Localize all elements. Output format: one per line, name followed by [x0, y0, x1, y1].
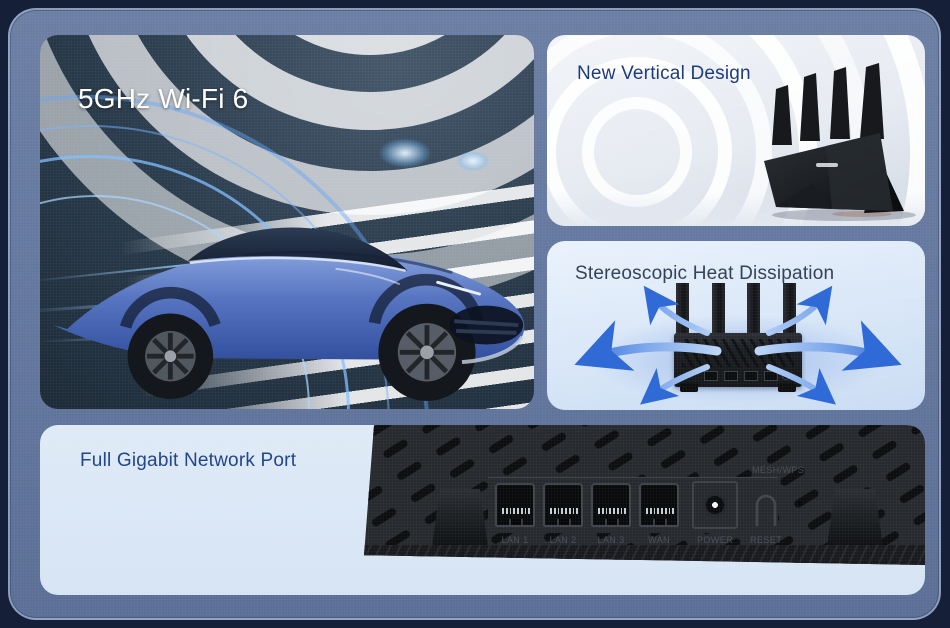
car-headlight — [436, 280, 481, 296]
ethernet-port — [764, 371, 778, 381]
tunnel-ring — [582, 97, 692, 207]
antenna-icon — [830, 67, 850, 139]
port-label: LAN 3 — [597, 535, 625, 545]
network-port-title: Full Gigabit Network Port — [80, 450, 297, 471]
router-logo — [816, 163, 838, 167]
airflow-arrows — [574, 285, 902, 405]
ethernet-port — [744, 371, 758, 381]
port-label: WAN — [648, 535, 670, 545]
tunnel-light — [370, 133, 440, 173]
heat-dissipation-title: Stereoscopic Heat Dissipation — [575, 263, 835, 284]
router-foot — [827, 489, 883, 547]
reset-keyhole-icon — [755, 494, 777, 527]
sports-car-illustration — [53, 227, 525, 401]
port-label: RESET — [749, 535, 783, 545]
airflow-arrow-up-left-icon — [643, 285, 710, 336]
router-foot — [778, 383, 796, 392]
antenna-icon — [800, 73, 820, 141]
antenna-icon — [747, 283, 760, 335]
port-label: POWER — [696, 535, 734, 545]
port-label: LAN 1 — [501, 535, 529, 545]
tunnel-ring — [547, 35, 925, 226]
hero-card: 5GHz Wi-Fi 6 — [40, 35, 534, 409]
vertical-router-illustration — [764, 63, 916, 221]
ethernet-port-lan3 — [591, 483, 631, 527]
router-base — [364, 545, 925, 565]
ethernet-port-lan1 — [495, 483, 535, 527]
airflow-arrow-left-icon — [574, 320, 722, 371]
tunnel-light — [450, 147, 496, 175]
vertical-design-card: New Vertical Design — [547, 35, 925, 226]
mesh-wps-label: MESH/WPS — [752, 465, 805, 475]
car-windshield — [187, 227, 408, 271]
router-foot — [432, 489, 488, 547]
promo-panel: 5GHz Wi-Fi 6 — [8, 8, 941, 620]
router-rear-panel: LAN 1 LAN 2 LAN 3 WAN POWER RESET MESH/W… — [364, 425, 925, 565]
vertical-design-title: New Vertical Design — [577, 63, 751, 84]
antenna-icon — [772, 85, 792, 145]
antenna-icon — [712, 283, 725, 335]
heat-dissipation-card: Stereoscopic Heat Dissipation — [547, 241, 925, 410]
airflow-arrow-right-icon — [754, 320, 902, 371]
wps-pinhole — [798, 501, 802, 505]
port-recess — [488, 477, 778, 533]
airflow-arrow-down-right-icon — [766, 364, 836, 405]
airflow-arrow-up-right-icon — [766, 285, 833, 336]
port-label: LAN 2 — [549, 535, 577, 545]
ethernet-port-wan — [639, 483, 679, 527]
power-jack — [692, 481, 738, 529]
hero-title: 5GHz Wi-Fi 6 — [78, 83, 249, 114]
ethernet-port — [704, 371, 718, 381]
router-foot — [680, 383, 698, 392]
ethernet-port-lan2 — [543, 483, 583, 527]
ethernet-port — [724, 371, 738, 381]
network-ports-card: LAN 1 LAN 2 LAN 3 WAN POWER RESET MESH/W… — [40, 425, 925, 595]
antenna-icon — [860, 63, 884, 139]
airflow-arrow-down-left-icon — [640, 364, 710, 405]
